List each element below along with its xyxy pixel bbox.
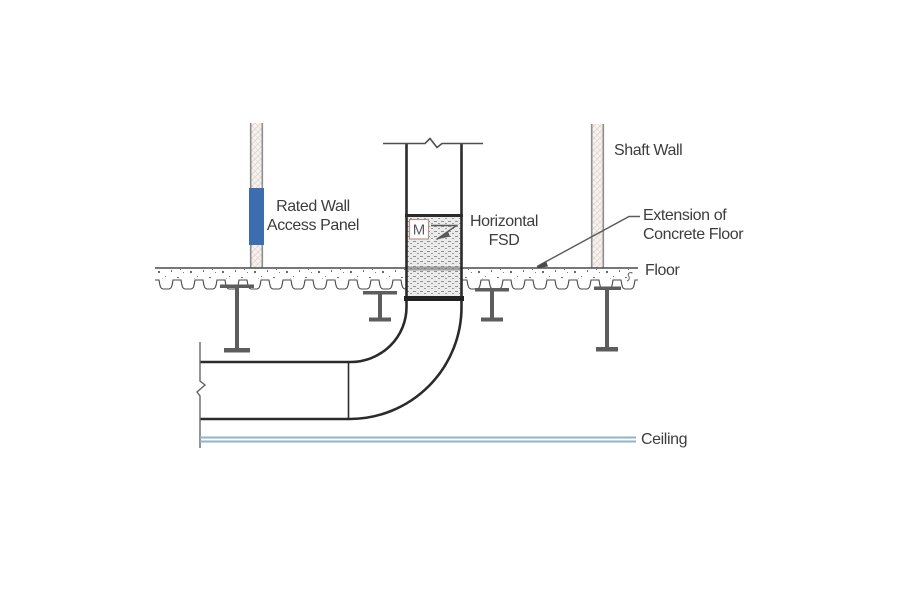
- i-beam: [475, 288, 509, 322]
- horizontal-fsd-label-line2: FSD: [488, 232, 520, 249]
- i-beam: [220, 284, 254, 353]
- motor-label: M: [413, 222, 426, 239]
- access-panel: [249, 188, 264, 245]
- duct-left-break-symbol: [196, 342, 207, 448]
- extension-of-concrete-floor-label: Extension of Concrete Floor: [643, 206, 744, 244]
- floor-line-through-duct: [407, 266, 461, 271]
- rated-wall-access-panel-label: Rated Wall Access Panel: [258, 197, 368, 235]
- i-beam: [363, 291, 397, 322]
- motor-box: [408, 218, 430, 240]
- extension-label-line1: Extension of: [643, 207, 727, 224]
- extension-leader-line: [535, 215, 640, 269]
- ceiling-lines: [200, 436, 636, 443]
- ceiling-label: Ceiling: [641, 431, 688, 448]
- floor-label: Floor: [645, 262, 680, 279]
- duct-top-break-symbol: [383, 137, 483, 149]
- damper-blade-arrow: [436, 231, 450, 240]
- leader-arrowhead: [535, 261, 548, 269]
- rated-wall-label-line2: Access Panel: [266, 217, 360, 234]
- duct: [196, 137, 483, 448]
- shaft-wall-label: Shaft Wall: [614, 142, 683, 159]
- fsd-damper: M: [408, 218, 459, 241]
- floor-break-symbol: [626, 272, 633, 282]
- i-beam: [594, 286, 621, 352]
- shaft-wall: [590, 124, 605, 269]
- floor-slab: [155, 267, 638, 292]
- duct-outer-wall: [200, 144, 463, 421]
- extension-label-line2: Concrete Floor: [643, 226, 744, 243]
- rated-wall-label-line1: Rated Wall: [276, 198, 350, 215]
- floor-beams: [220, 284, 621, 353]
- damper-blade-icon: [431, 224, 459, 241]
- horizontal-fsd-label-line1: Horizontal: [469, 213, 539, 230]
- rated-wall: [249, 123, 264, 269]
- horizontal-fsd-label: Horizontal FSD: [465, 212, 543, 250]
- duct-inner-wall: [200, 144, 408, 364]
